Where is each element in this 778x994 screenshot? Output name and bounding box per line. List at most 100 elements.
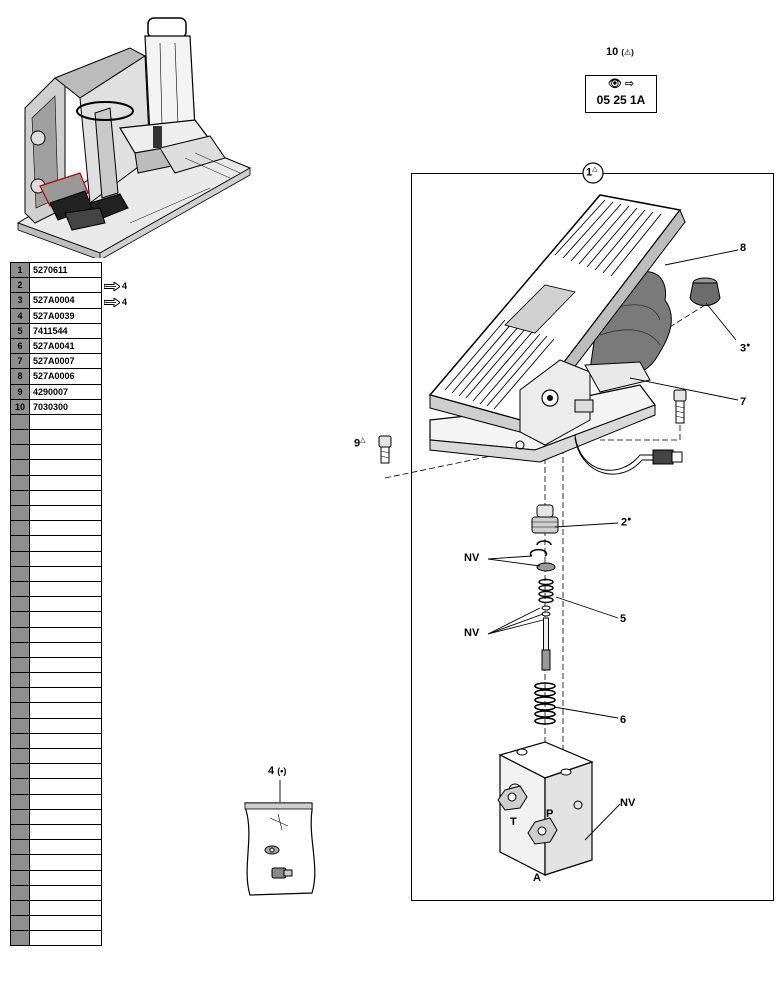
parts-row-empty [10,474,102,491]
parts-row-empty [10,899,102,917]
parts-row-part-number [29,915,102,932]
parts-row-empty [10,854,102,871]
parts-row-number: 5 [10,322,30,339]
parts-row-part-number: 527A0041 [29,337,102,355]
parts-row-empty [10,717,102,734]
parts-row-part-number: 4290007 [29,383,102,400]
parts-row-empty [10,808,102,825]
parts-row-empty [10,672,102,689]
callout-3: 3● [740,342,751,355]
parts-row-part-number [29,550,102,567]
parts-row-empty [10,915,102,932]
parts-row-number [10,702,30,719]
callout-9: 9△ [354,437,366,450]
callout-10: 10 (⚠) [606,46,634,58]
callout-6: 6 [620,714,627,726]
parts-row-number [10,823,30,841]
parts-row-empty [10,413,102,431]
row-3-reference: 4 [104,297,127,307]
parts-row-part-number [29,641,102,658]
port-label-p: P [546,808,554,820]
double-arrow-icon [104,297,120,307]
parts-row-empty [10,930,102,947]
parts-row-number [10,869,30,886]
parts-row-empty [10,778,102,795]
reference-code: 05 25 1A [596,93,646,107]
parts-row-number [10,854,30,871]
parts-row-empty [10,839,102,856]
double-arrow-icon [104,281,120,291]
row-2-reference: 4 [104,281,127,291]
parts-row-empty [10,626,102,643]
parts-row-number [10,489,30,507]
parts-row-part-number: 527A0039 [29,307,102,324]
parts-row-number [10,504,30,522]
bullet-icon: ● [627,516,632,523]
parts-row-number [10,641,30,658]
parts-row-part-number [29,535,102,552]
eye-icon: 👁 [607,78,622,90]
parts-row-number: 8 [10,368,30,385]
callout-2: 2● [621,516,632,529]
callout-7: 7 [740,396,747,408]
parts-row-empty [10,702,102,719]
callout-8: 8 [740,242,747,254]
parts-row-part-number [29,580,102,598]
kit-bag-drawing [244,780,316,896]
parts-row-number [10,717,30,734]
parts-row-part-number [29,687,102,704]
parts-row-part-number [29,808,102,825]
parts-row-number [10,747,30,765]
callout-4: 4 (•) [268,765,287,777]
parts-row-part-number [29,930,102,947]
parts-row-number [10,580,30,598]
parts-row-part-number [29,823,102,841]
parts-row-empty [10,793,102,810]
callout-nv-rings: NV [464,552,480,564]
parts-row-empty [10,611,102,628]
row-2-reference-number: 4 [122,281,128,291]
parts-row-part-number: 7030300 [29,398,102,415]
parts-row-number: 3 [10,292,30,309]
warning-icon: △ [360,437,366,444]
parts-row: 2 [10,277,102,294]
parts-row-empty [10,641,102,658]
parts-row-empty [10,823,102,841]
parts-row-part-number [29,474,102,491]
bullet-icon: ● [746,342,751,349]
callout-1: 1△ [586,166,598,179]
parts-row-empty [10,747,102,765]
reference-icons: 👁 ⇨ [586,76,656,92]
parts-row-part-number [29,626,102,643]
reference-box: 👁 ⇨ 05 25 1A [585,75,657,113]
callout-nv-valve: NV [464,627,480,639]
parts-row-number [10,565,30,582]
parts-row-number [10,915,30,932]
callout-nv-block: NV [620,797,636,809]
parts-row-part-number [29,854,102,871]
cab-overview-drawing [16,17,252,258]
parts-row-empty [10,520,102,537]
parts-row-number: 10 [10,398,30,415]
parts-row-number: 7 [10,353,30,370]
port-label-t: T [510,816,517,828]
parts-row-part-number [29,413,102,431]
parts-row-number: 1 [10,261,30,279]
parts-row-part-number [29,520,102,537]
parts-row-part-number [29,778,102,795]
parts-row-part-number [29,277,102,294]
parts-row-part-number [29,459,102,476]
parts-row-number [10,793,30,810]
parts-row-empty [10,580,102,598]
parts-row-part-number [29,611,102,628]
parts-row-number [10,884,30,901]
parts-row-empty [10,884,102,901]
parts-row-part-number [29,793,102,810]
parts-row-number [10,550,30,567]
